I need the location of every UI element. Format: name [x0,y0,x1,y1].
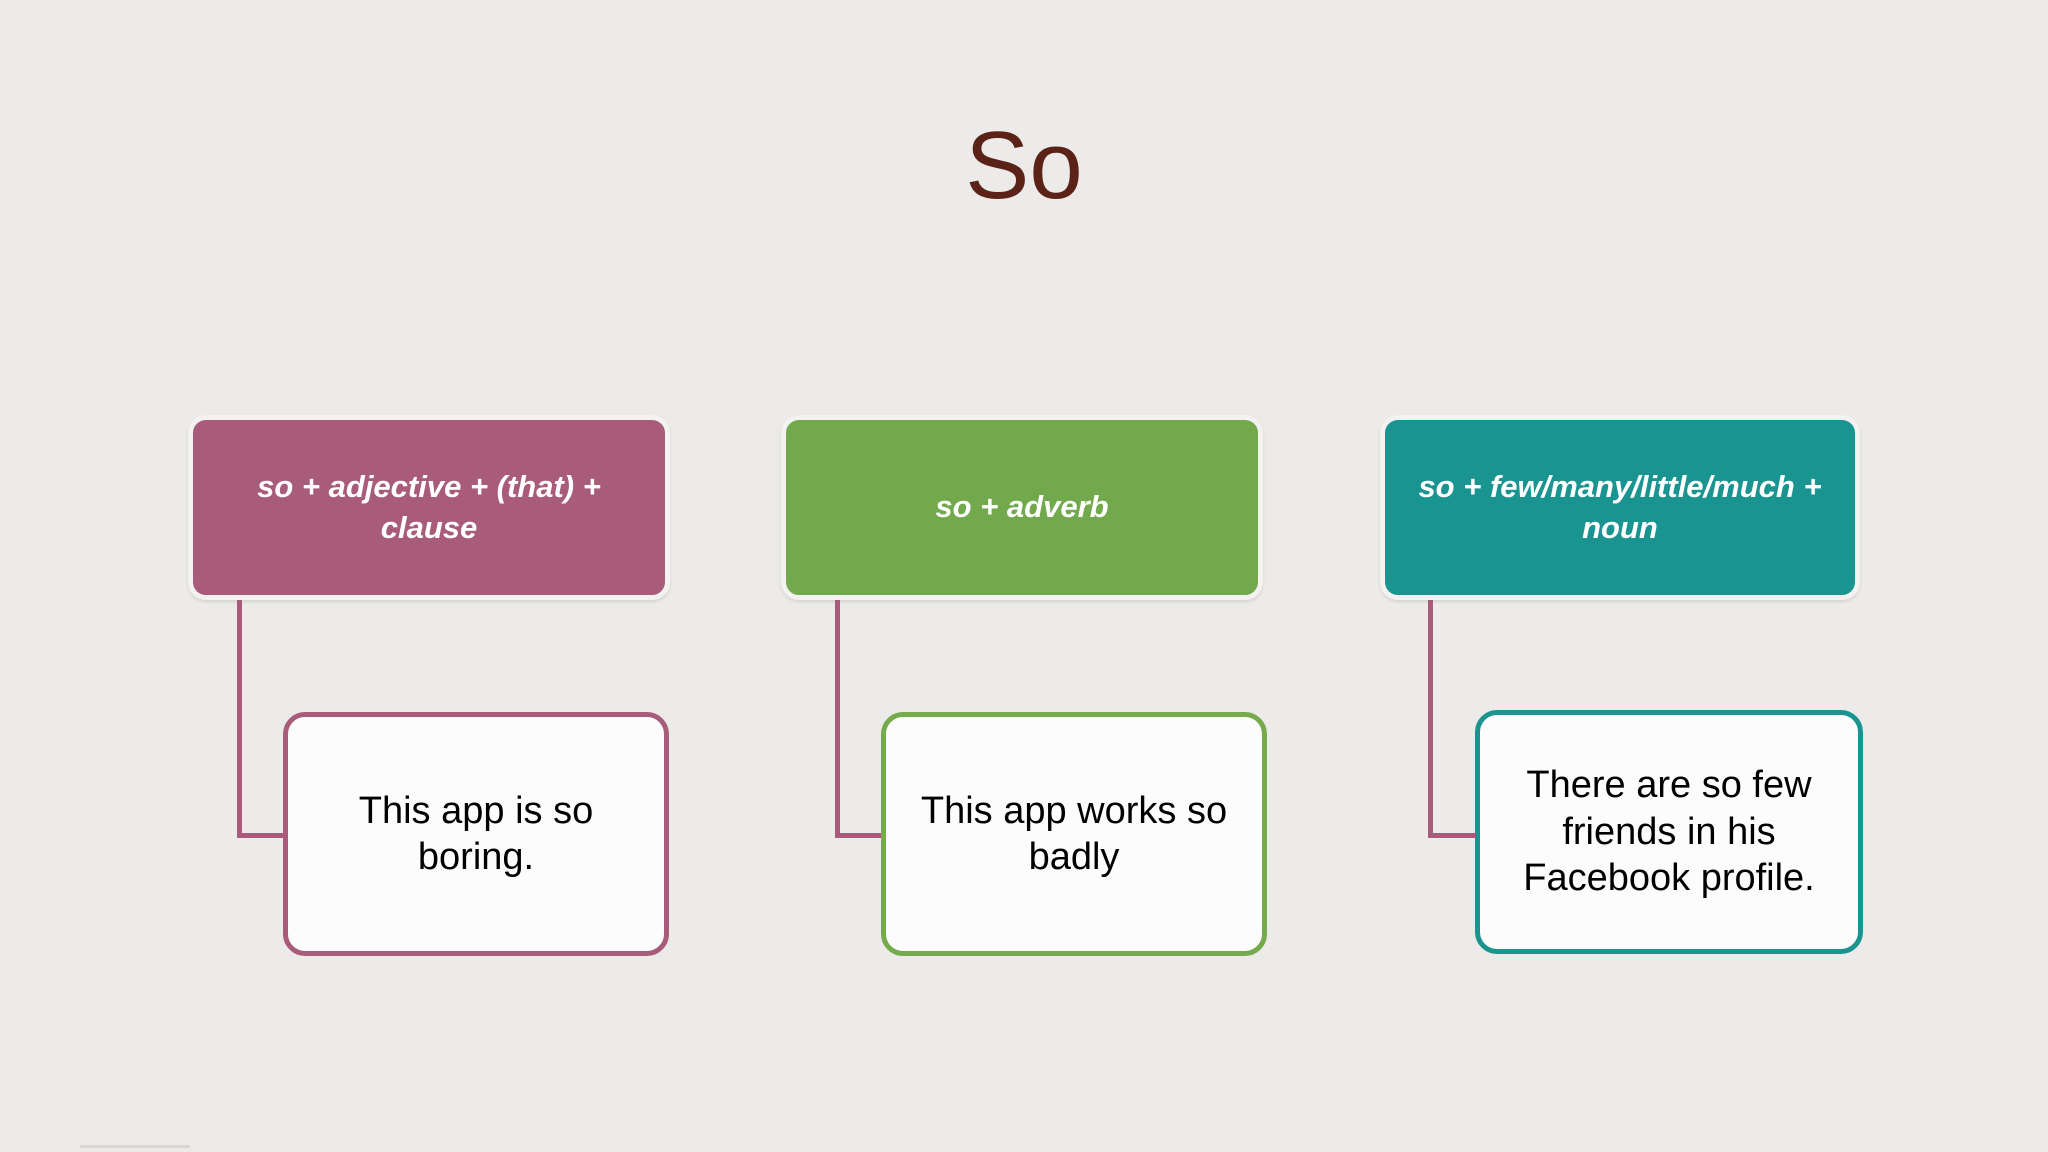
example-box-adjective[interactable]: This app is so boring. [283,712,669,956]
connector-vertical-segment [835,600,840,838]
connector-horizontal-segment [835,833,885,838]
column-adverb: so + adverb This app works so badly [748,0,1448,1152]
example-text-noun: There are so few friends in his Facebook… [1523,764,1815,900]
bottom-left-artifact [80,1145,190,1148]
connector-horizontal-segment [1428,833,1480,838]
column-noun: so + few/many/little/much + noun There a… [1348,0,2048,1152]
connector-vertical-segment [237,600,242,838]
category-box-adjective[interactable]: so + adjective + (that) + clause [188,415,670,600]
category-box-noun[interactable]: so + few/many/little/much + noun [1380,415,1860,600]
column-adjective: so + adjective + (that) + clause This ap… [150,0,850,1152]
example-text-adverb: This app works so badly [920,789,1228,878]
connector-horizontal-segment [237,833,287,838]
category-label-adjective: so + adjective + (that) + clause [257,469,601,545]
page-title: So [965,112,1083,219]
example-text-adjective: This app is so boring. [358,789,594,878]
category-label-noun: so + few/many/little/much + noun [1418,469,1822,545]
category-label-adverb: so + adverb [935,489,1109,525]
connector-vertical-segment [1428,600,1433,838]
example-box-adverb[interactable]: This app works so badly [881,712,1267,956]
example-box-noun[interactable]: There are so few friends in his Facebook… [1475,710,1863,954]
category-box-adverb[interactable]: so + adverb [781,415,1263,600]
